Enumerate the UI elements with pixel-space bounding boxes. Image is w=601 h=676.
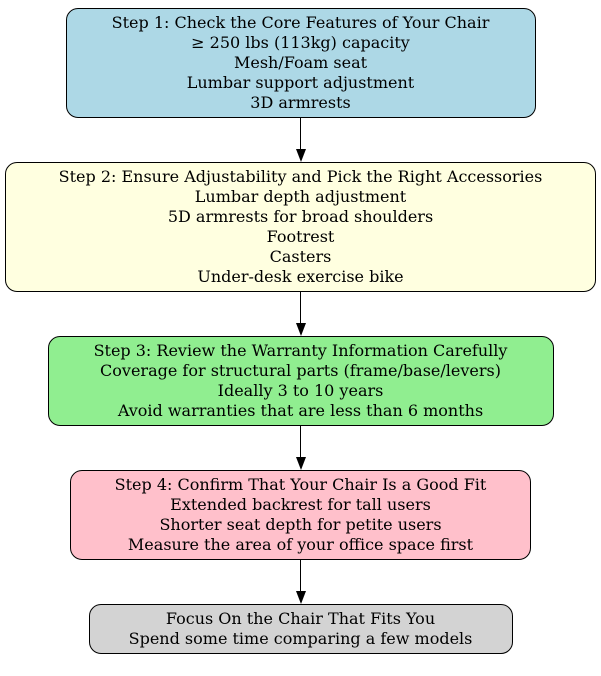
flow-arrow-4 [295, 560, 306, 604]
arrow-shaft [299, 292, 302, 323]
node-text-line: Lumbar depth adjustment [194, 187, 407, 206]
node-text-line: Spend some time comparing a few models [128, 629, 473, 648]
node-title: Step 2: Ensure Adjustability and Pick th… [58, 167, 543, 186]
flow-arrow-3 [295, 426, 306, 470]
node-title: Step 1: Check the Core Features of Your … [111, 13, 490, 32]
node-text-line: 5D armrests for broad shoulders [167, 207, 434, 226]
flow-node-step1: Step 1: Check the Core Features of Your … [65, 8, 536, 118]
node-text-line: Mesh/Foam seat [233, 53, 368, 72]
flow-arrow-1 [295, 118, 306, 162]
node-text-line: Shorter seat depth for petite users [159, 515, 442, 534]
node-text-line: Extended backrest for tall users [170, 495, 431, 514]
flow-node-step2: Step 2: Ensure Adjustability and Pick th… [5, 162, 596, 292]
arrow-head-icon [295, 591, 306, 604]
arrow-shaft [299, 118, 302, 149]
node-text-line: Ideally 3 to 10 years [217, 381, 384, 400]
node-text-line: Measure the area of your office space fi… [127, 535, 474, 554]
flow-node-step4: Step 4: Confirm That Your Chair Is a Goo… [70, 470, 531, 560]
node-text-line: Footrest [266, 227, 335, 246]
node-title: Focus On the Chair That Fits You [165, 609, 436, 628]
node-title: Step 4: Confirm That Your Chair Is a Goo… [114, 475, 487, 494]
arrow-head-icon [295, 149, 306, 162]
arrow-head-icon [295, 457, 306, 470]
node-text-line: Lumbar support adjustment [186, 73, 415, 92]
node-text-line: Under-desk exercise bike [197, 267, 404, 286]
flow-node-final: Focus On the Chair That Fits You Spend s… [88, 604, 513, 654]
flow-arrow-2 [295, 292, 306, 336]
arrow-shaft [299, 426, 302, 457]
flow-node-step3: Step 3: Review the Warranty Information … [47, 336, 554, 426]
node-text-line: ≥ 250 lbs (113kg) capacity [191, 33, 410, 52]
node-text-line: 3D armrests [250, 93, 351, 112]
node-text-line: Avoid warranties that are less than 6 mo… [117, 401, 484, 420]
node-text-line: Coverage for structural parts (frame/bas… [100, 361, 501, 380]
arrow-head-icon [295, 323, 306, 336]
arrow-shaft [299, 560, 302, 591]
node-title: Step 3: Review the Warranty Information … [93, 341, 508, 360]
node-text-line: Casters [269, 247, 332, 266]
